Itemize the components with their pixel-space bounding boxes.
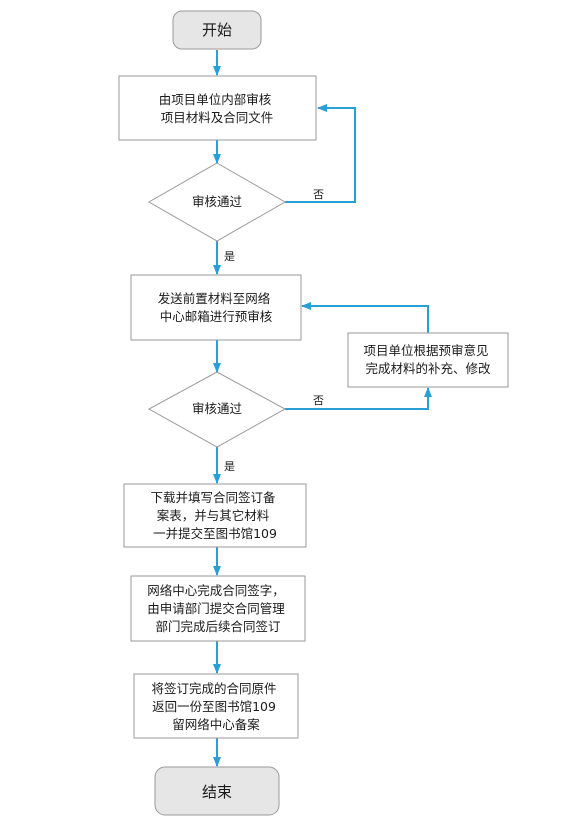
node-return-copy-line-1: 将签订完成的合同原件 (152, 681, 277, 696)
node-supplement-line-1: 项目单位根据预审意见 (364, 343, 489, 358)
edge-supplement-to-send (301, 302, 429, 333)
node-return-copy-line-2: 返回一份至图书馆109 (152, 699, 276, 714)
node-sign-contract: 网络中心完成合同签字， 由申请部门提交合同管理 部门完成后续合同签订 (130, 575, 306, 642)
connectors (213, 50, 432, 767)
node-decision-2-label: 审核通过 (192, 401, 243, 416)
svg-text:发送前置材料至网络 中心邮箱进行预审核: 发送前置材料至网络 中心邮箱进行预审核 (158, 291, 275, 324)
node-download-form-line-3: 一并提交至图书馆109 (153, 526, 277, 541)
edge-decision1-no-loop (285, 104, 356, 203)
node-supplement-line-2: 完成材料的补充、修改 (365, 361, 491, 376)
node-sign-contract-line-2: 由申请部门提交合同管理 (147, 601, 285, 616)
svg-text:项目单位根据预审意见 完成材料的补充、修改: 项目单位根据预审意见 完成材料的补充、修改 (364, 343, 493, 376)
node-sign-contract-line-3: 部门完成后续合同签订 (155, 619, 280, 634)
svg-text:下载并填写合同签订备 案表，并与其它材料: 下载并填写合同签订备 案表，并与其它材料 一并提交至图书馆109 (151, 490, 280, 541)
node-download-form-line-1: 下载并填写合同签订备 (151, 490, 277, 505)
node-return-copy-line-3: 留网络中心备案 (172, 717, 260, 732)
node-internal-review-line-1: 由项目单位内部审核 (159, 92, 272, 107)
edge-label-d2-yes: 是 (224, 460, 235, 473)
node-decision-1: 审核通过 (147, 162, 287, 242)
node-end: 结束 (154, 766, 280, 816)
node-supplement: 项目单位根据预审意见 完成材料的补充、修改 (347, 332, 509, 388)
node-start: 开始 (172, 10, 262, 50)
node-send-materials-line-2: 中心邮箱进行预审核 (160, 309, 273, 324)
node-decision-2: 审核通过 (147, 371, 287, 448)
svg-text:由项目单位内部审核 项目材料及合同文件: 由项目单位内部审核 项目材料及合同文件 (159, 92, 276, 125)
node-send-materials-line-1: 发送前置材料至网络 (158, 291, 271, 306)
svg-text:网络中心完成合同签字， 由申请部门提交合同管理: 网络中心完成合同签字， 由申请部门提交合同管理 部门完成后续合同签订 (147, 583, 289, 634)
node-download-form-line-2: 案表，并与其它材料 (157, 508, 270, 523)
svg-text:将签订完成的合同原件 返回一份至图书馆109: 将签订完成的合同原件 返回一份至图书馆109 留网络中心备案 (152, 681, 281, 732)
node-start-label: 开始 (202, 21, 232, 39)
node-return-copy: 将签订完成的合同原件 返回一份至图书馆109 留网络中心备案 (133, 673, 299, 739)
node-internal-review: 由项目单位内部审核 项目材料及合同文件 (118, 75, 317, 141)
node-sign-contract-line-1: 网络中心完成合同签字， (147, 583, 285, 598)
node-internal-review-line-2: 项目材料及合同文件 (161, 110, 274, 125)
edge-label-d1-yes: 是 (224, 250, 235, 263)
edge-decision2-no (285, 387, 432, 410)
edge-label-d2-no: 否 (313, 394, 324, 407)
node-send-materials: 发送前置材料至网络 中心邮箱进行预审核 (130, 274, 302, 341)
node-end-label: 结束 (202, 783, 232, 801)
node-download-form: 下载并填写合同签订备 案表，并与其它材料 一并提交至图书馆109 (123, 483, 307, 548)
edge-label-d1-no: 否 (313, 188, 324, 201)
node-decision-1-label: 审核通过 (192, 194, 243, 209)
